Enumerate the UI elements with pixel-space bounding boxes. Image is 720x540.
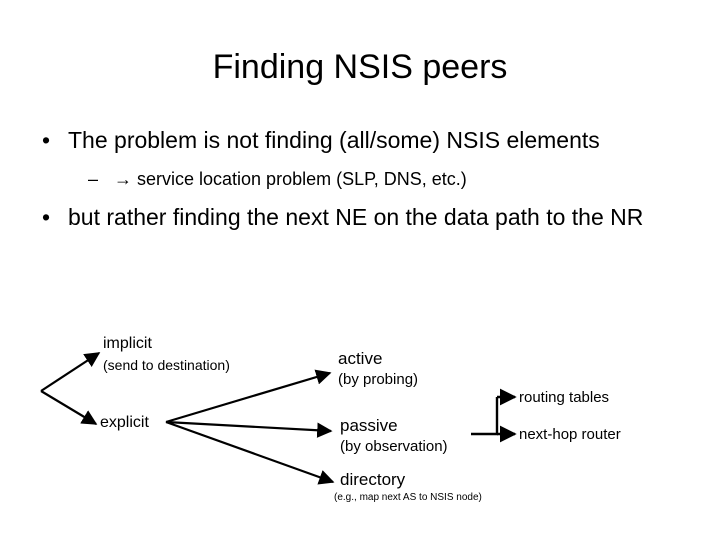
slide-body: • The problem is not finding (all/some) … <box>30 126 695 232</box>
node-label-next-hop-router: next-hop router <box>519 426 621 443</box>
node-sublabel-active: (by probing) <box>338 371 419 388</box>
bullet-item-1: • The problem is not finding (all/some) … <box>30 126 695 155</box>
node-label-implicit: implicit <box>103 335 152 352</box>
node-label-active: active <box>338 349 383 368</box>
node-label-directory: directory <box>340 470 406 489</box>
bullet-text: The problem is not finding (all/some) NS… <box>68 127 600 153</box>
sub-bullet-marker: – <box>88 169 99 189</box>
bullet-text: but rather finding the next NE on the da… <box>68 204 644 230</box>
arrow-root-to-explicit <box>40 390 98 425</box>
bullet-marker: • <box>42 127 51 153</box>
page-title: Finding NSIS peers <box>212 48 508 86</box>
node-label-routing-tables: routing tables <box>519 389 610 406</box>
arrow-explicit-to-passive <box>165 420 333 438</box>
bullet-marker: • <box>42 204 51 230</box>
node-sublabel-implicit: (send to destination) <box>103 357 230 373</box>
bullet-item-3: • but rather finding the next NE on the … <box>30 203 695 232</box>
node-label-passive: passive <box>340 416 398 435</box>
arrow-explicit-to-directory <box>165 420 335 485</box>
arrow-root-to-implicit <box>40 352 101 392</box>
sub-bullet-text: → service location problem (SLP, DNS, et… <box>114 169 467 189</box>
bullet-item-2: – → service location problem (SLP, DNS, … <box>30 167 695 191</box>
node-sublabel-passive: (by observation) <box>340 438 448 455</box>
node-sublabel-directory: (e.g., map next AS to NSIS node) <box>334 492 482 503</box>
node-label-explicit: explicit <box>100 414 149 431</box>
arrow-explicit-to-active <box>165 369 332 424</box>
